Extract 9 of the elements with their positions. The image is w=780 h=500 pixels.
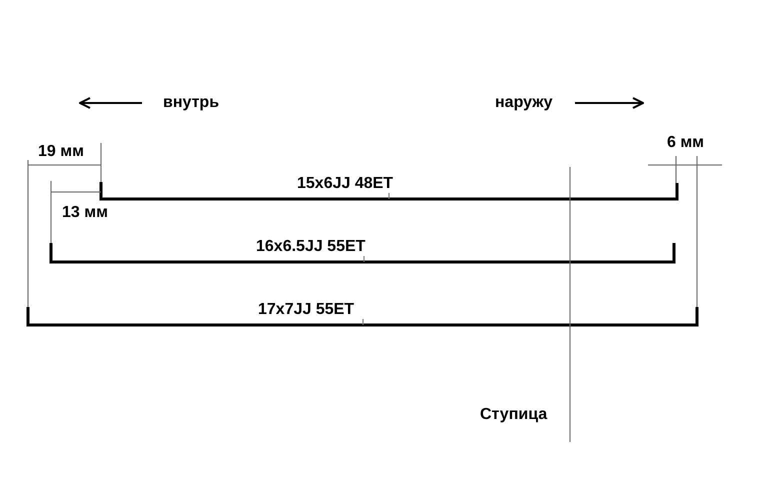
direction-label: наружу [495,94,552,112]
hub-label: Ступица [480,406,548,424]
wheel-size-label: 17x7JJ 55ET [258,301,354,319]
dimension-label: 13 мм [62,204,108,222]
dimension-label: 19 мм [38,143,84,161]
direction-label: внутрь [163,94,220,112]
wheel-size-label: 16x6.5JJ 55ET [256,238,366,256]
dimension-label: 6 мм [667,134,704,152]
wheel-size-label: 15x6JJ 48ET [297,175,394,193]
